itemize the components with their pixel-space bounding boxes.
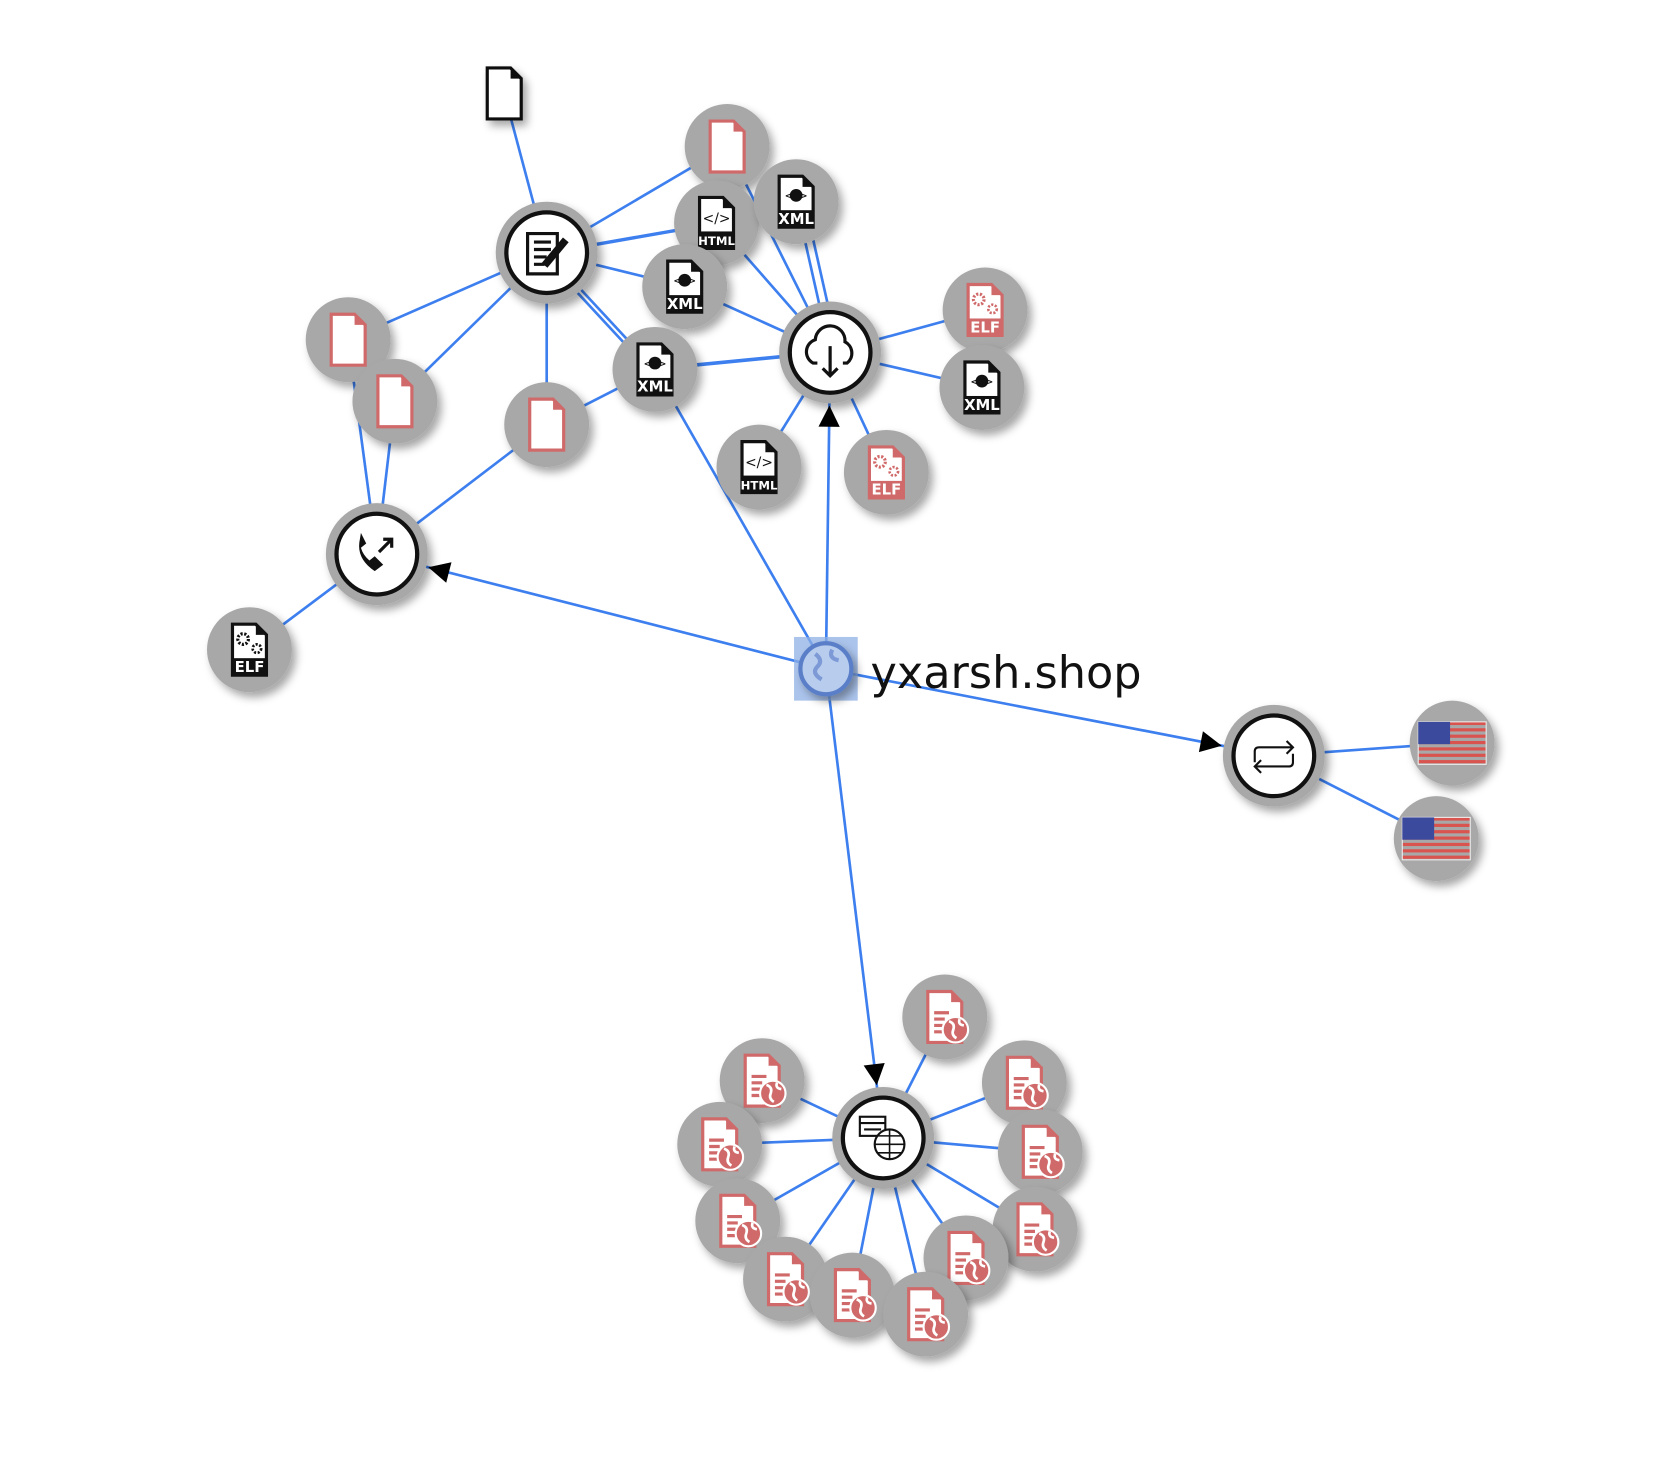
xml-label: XML bbox=[667, 295, 703, 313]
url-node[interactable] bbox=[743, 1236, 828, 1322]
web-document-icon bbox=[1021, 1124, 1065, 1179]
us-flag-icon bbox=[1417, 721, 1487, 765]
xml-node[interactable]: < > XML bbox=[612, 326, 698, 412]
html-node[interactable]: </> HTML bbox=[674, 180, 759, 266]
url-node[interactable] bbox=[981, 1040, 1067, 1126]
elf-file-icon: ELF bbox=[966, 282, 1004, 338]
xml-node[interactable]: < > XML bbox=[642, 244, 728, 330]
web-document-icon bbox=[833, 1268, 877, 1323]
xml-file-icon: < > XML bbox=[636, 342, 674, 397]
url-node[interactable] bbox=[695, 1178, 781, 1264]
html-code-glyph: </> bbox=[745, 455, 773, 471]
url-node[interactable] bbox=[677, 1101, 763, 1187]
web-document-icon bbox=[766, 1252, 810, 1307]
downloaded-files-hub[interactable] bbox=[779, 301, 882, 404]
web-document-icon bbox=[719, 1193, 763, 1248]
document-edit-icon bbox=[525, 231, 569, 276]
flag-node[interactable] bbox=[1393, 796, 1479, 882]
us-flag-icon bbox=[1401, 816, 1471, 861]
url-node[interactable] bbox=[992, 1186, 1078, 1272]
file-node[interactable] bbox=[504, 382, 590, 468]
xml-file-icon: < > XML bbox=[666, 259, 704, 314]
url-node[interactable] bbox=[997, 1109, 1083, 1195]
file-icon bbox=[708, 119, 746, 174]
url-node[interactable] bbox=[809, 1252, 895, 1338]
url-node[interactable] bbox=[883, 1271, 969, 1357]
web-document-icon bbox=[907, 1287, 951, 1342]
elf-node[interactable]: ELF bbox=[207, 607, 292, 693]
file-node[interactable] bbox=[305, 297, 391, 383]
file-node[interactable] bbox=[352, 358, 438, 444]
xml-label: XML bbox=[778, 210, 814, 228]
svg-text:< >: < > bbox=[785, 189, 808, 203]
exchange-arrows-icon bbox=[1253, 740, 1295, 774]
contacted-files-hub[interactable] bbox=[495, 201, 598, 304]
xml-node[interactable]: < > XML bbox=[753, 159, 839, 245]
edge-arrowhead bbox=[428, 562, 452, 583]
html-file-icon: </> HTML bbox=[740, 440, 778, 495]
file-icon bbox=[329, 312, 367, 367]
nodes-layer: </> HTML < > XML < > XML < > XML ELF < > XML </> HTM… bbox=[207, 66, 1495, 1357]
html-label: HTML bbox=[741, 478, 778, 492]
web-document-icon bbox=[947, 1230, 991, 1286]
xml-label: XML bbox=[637, 378, 673, 396]
elf-node[interactable]: ELF bbox=[843, 429, 929, 515]
edge-arrowhead bbox=[818, 405, 840, 427]
elf-node[interactable]: ELF bbox=[942, 267, 1028, 353]
globe-icon bbox=[798, 641, 854, 697]
file-icon bbox=[376, 374, 414, 429]
svg-text:< >: < > bbox=[643, 356, 666, 370]
web-document-icon bbox=[1016, 1202, 1060, 1257]
web-document-icon bbox=[1005, 1055, 1049, 1110]
file-node[interactable] bbox=[684, 104, 770, 189]
file-icon bbox=[528, 397, 566, 452]
svg-text:< >: < > bbox=[970, 374, 993, 388]
elf-label: ELF bbox=[235, 658, 265, 676]
flag-node[interactable] bbox=[1409, 700, 1495, 786]
file-icon bbox=[485, 66, 523, 121]
web-document-icon bbox=[926, 989, 970, 1045]
edge-arrowhead bbox=[863, 1062, 885, 1086]
edge-dom-web bbox=[824, 668, 885, 1139]
edge-dom-xchg bbox=[825, 667, 1275, 758]
edge-arrowhead bbox=[1198, 731, 1222, 753]
svg-text:< >: < > bbox=[673, 274, 696, 288]
resolutions-hub[interactable] bbox=[1222, 704, 1325, 807]
edge-dom-f6 bbox=[653, 368, 828, 670]
domain-node[interactable]: yxarsh.shop bbox=[794, 636, 1142, 701]
html-node[interactable]: </> HTML bbox=[716, 424, 802, 510]
web-document-icon bbox=[743, 1053, 787, 1108]
communicating-files-hub[interactable] bbox=[325, 503, 428, 606]
xml-label: XML bbox=[964, 396, 1000, 414]
phone-outgoing-icon bbox=[359, 532, 394, 572]
elf-label: ELF bbox=[970, 318, 1000, 336]
html-label: HTML bbox=[698, 234, 735, 248]
url-node[interactable] bbox=[719, 1038, 805, 1124]
file-node[interactable] bbox=[485, 66, 523, 121]
elf-file-icon: ELF bbox=[230, 622, 269, 677]
xml-file-icon: < > XML bbox=[963, 360, 1001, 415]
domain-label[interactable]: yxarsh.shop bbox=[870, 647, 1141, 699]
xml-file-icon: < > XML bbox=[777, 174, 815, 229]
web-globe-icon bbox=[858, 1115, 906, 1161]
edge-dom-phone bbox=[376, 552, 827, 671]
cloud-download-icon bbox=[804, 324, 854, 379]
html-file-icon: </> HTML bbox=[697, 195, 735, 251]
edge-dom-cloud bbox=[824, 352, 832, 669]
xml-node[interactable]: < > XML bbox=[939, 345, 1025, 430]
url-node[interactable] bbox=[902, 974, 988, 1060]
urls-hub[interactable] bbox=[832, 1087, 935, 1189]
elf-label: ELF bbox=[871, 481, 901, 499]
web-document-icon bbox=[701, 1117, 745, 1172]
elf-file-icon: ELF bbox=[867, 445, 905, 500]
html-code-glyph: </> bbox=[703, 211, 731, 227]
